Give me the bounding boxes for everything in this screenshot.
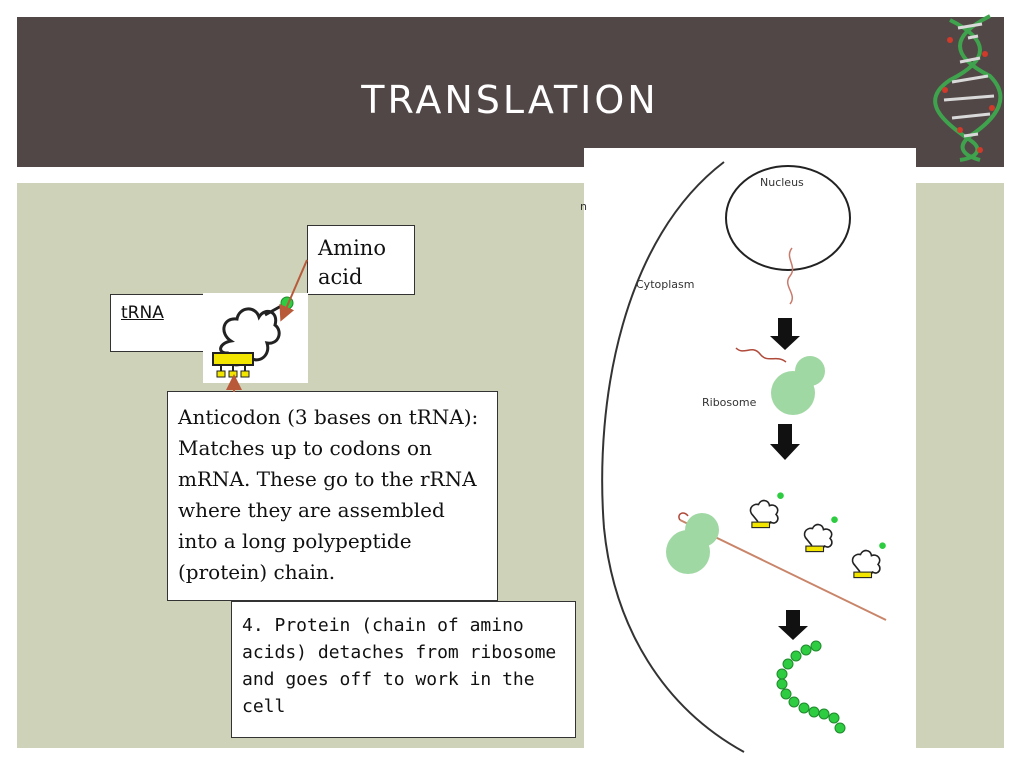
trna-icon-2 <box>803 516 838 553</box>
ribosome-label: Ribosome <box>702 396 757 409</box>
nucleus-shape <box>725 165 851 271</box>
mrna-strand <box>787 247 794 305</box>
protein-description: 4. Protein (chain of amino acids) detach… <box>231 601 576 738</box>
cell-diagram: Nucleus Cytoplasm Ribosome <box>601 161 887 753</box>
cytoplasm-label: Cytoplasm <box>636 278 694 291</box>
down-arrow-1 <box>770 318 800 350</box>
slide-title: TRANSLATION <box>361 78 659 122</box>
down-arrow-2 <box>770 424 800 460</box>
title-band <box>17 17 1004 167</box>
down-arrow-3 <box>778 610 808 640</box>
trna-icon <box>203 293 308 383</box>
cell-membrane <box>601 161 745 753</box>
nucleus-label: Nucleus <box>760 176 804 189</box>
anticodon-description: Anticodon (3 bases on tRNA): Matches up … <box>167 391 498 601</box>
protein-chain <box>776 640 846 734</box>
clipped-text-fragment: n <box>580 200 587 213</box>
cell-diagram-panel <box>584 148 916 758</box>
ribosome-large <box>771 371 815 415</box>
ribosome-large-2 <box>666 530 710 574</box>
trna-icon-1 <box>749 492 784 529</box>
dna-helix-icon <box>933 14 1003 162</box>
amino-acid-label: Amino acid <box>307 225 415 295</box>
trna-icon-3 <box>851 542 886 579</box>
mrna-on-ribosome <box>735 347 787 363</box>
trna-label: tRNA <box>110 294 204 352</box>
